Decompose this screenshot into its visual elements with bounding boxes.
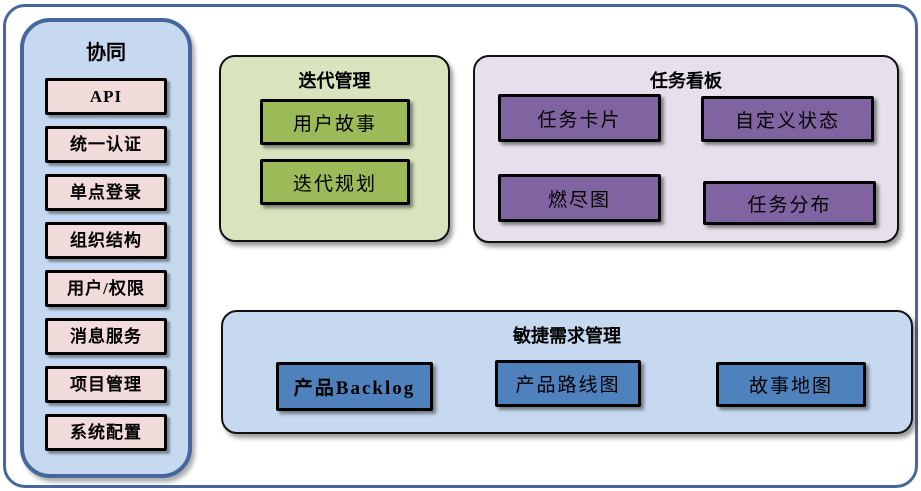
sidebar-item-message-service: 消息服务 [45,318,167,355]
sidebar-item-user-permissions: 用户/权限 [45,270,167,307]
box-iteration-planning: 迭代规划 [260,159,410,205]
sidebar-item-unified-auth: 统一认证 [45,126,167,163]
sidebar-item-org-structure: 组织结构 [45,222,167,259]
sidebar-collaboration: 协同 API 统一认证 单点登录 组织结构 用户/权限 消息服务 项目管理 系统… [20,18,192,478]
panel-requirements-title: 敏捷需求管理 [513,326,621,346]
sidebar-item-system-config: 系统配置 [45,414,167,451]
box-product-backlog: 产品Backlog [276,362,433,411]
box-story-map: 故事地图 [716,362,866,407]
sidebar-item-sso: 单点登录 [45,174,167,211]
panel-iteration-title: 迭代管理 [298,71,371,91]
panel-taskboard-title: 任务看板 [650,71,722,91]
panel-agile-requirements: 敏捷需求管理 产品Backlog 产品路线图 故事地图 [221,310,913,434]
box-product-roadmap: 产品路线图 [495,360,641,407]
sidebar-title: 协同 [86,42,126,64]
sidebar-item-api: API [45,78,167,115]
box-task-card: 任务卡片 [498,94,661,142]
box-burndown-chart: 燃尽图 [498,174,661,222]
box-task-distribution: 任务分布 [703,181,876,225]
box-custom-status: 自定义状态 [701,96,874,142]
box-user-story: 用户故事 [260,99,410,145]
panel-iteration-management: 迭代管理 用户故事 迭代规划 [219,55,450,242]
panel-task-board: 任务看板 任务卡片 自定义状态 燃尽图 任务分布 [473,55,899,243]
sidebar-item-project-management: 项目管理 [45,366,167,403]
diagram-frame: 协同 API 统一认证 单点登录 组织结构 用户/权限 消息服务 项目管理 系统… [3,4,918,488]
sidebar-item-list: API 统一认证 单点登录 组织结构 用户/权限 消息服务 项目管理 系统配置 [24,78,188,451]
